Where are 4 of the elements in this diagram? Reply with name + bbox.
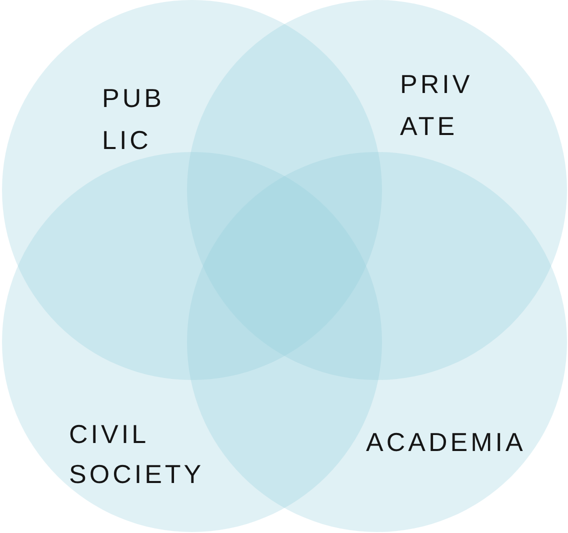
circle-label: PRIV ATE (400, 68, 473, 143)
circle-label: ACADEMIA (366, 426, 526, 459)
circle-label: PUB LIC (102, 82, 164, 157)
circle-label: CIVIL SOCIETY (69, 418, 204, 491)
